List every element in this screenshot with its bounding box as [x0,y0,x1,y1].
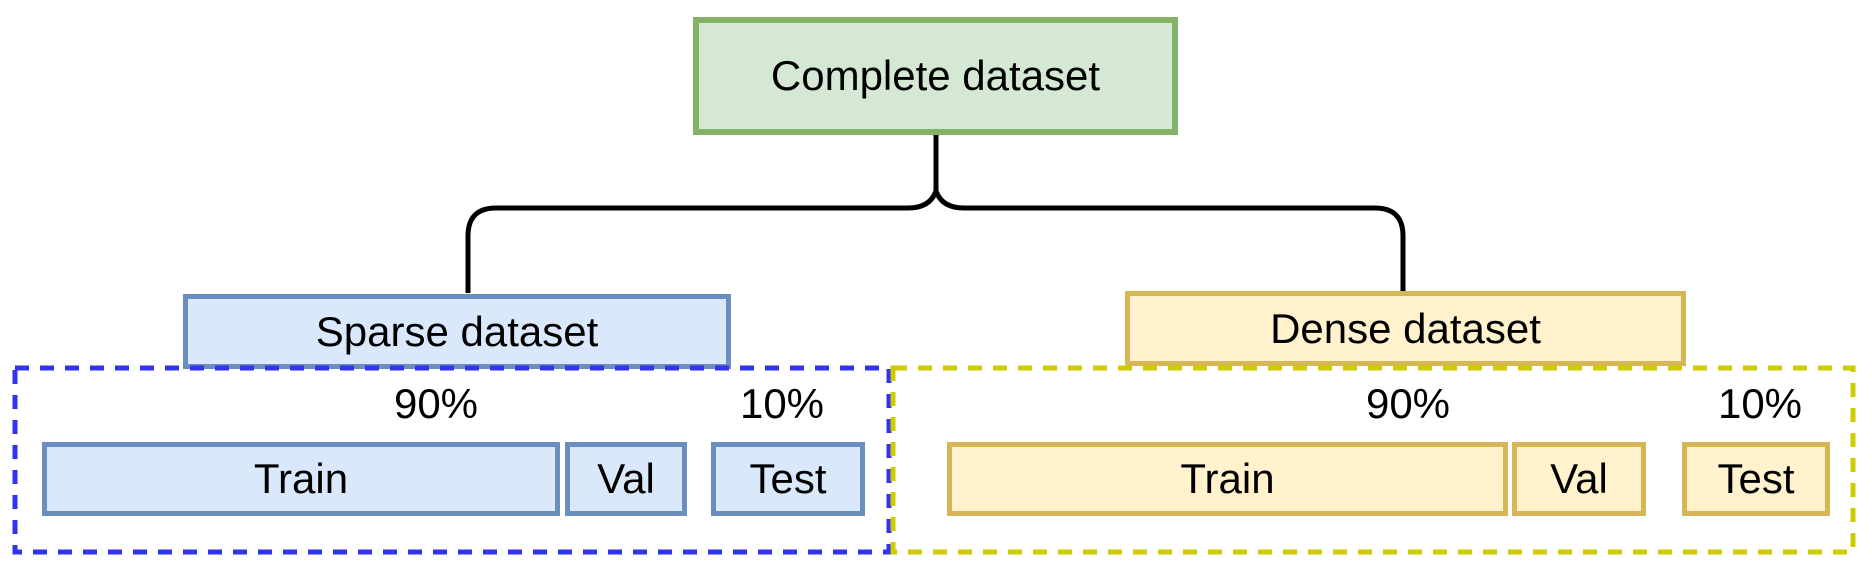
connector-right-arm [933,190,1406,293]
dense-test-label: Test [1717,455,1795,502]
sparse-test-percent-label: 10% [739,380,825,427]
sparse-dataset-node: Sparse dataset [183,294,731,369]
sparse-trainval-percent-label: 90% [393,380,479,427]
sparse-train-box: Train [42,442,560,516]
dense-val-label: Val [1550,455,1608,502]
dense-trainval-percent-label: 90% [1365,380,1451,427]
sparse-train-label: Train [253,455,349,502]
dense-train-box: Train [947,442,1508,516]
dense-val-box: Val [1512,442,1646,516]
dense-test-box: Test [1682,442,1830,516]
sparse-dataset-label: Sparse dataset [315,307,599,355]
dense-test-percent-label: 10% [1717,380,1803,427]
dense-train-label: Train [1180,455,1275,502]
complete-dataset-label: Complete dataset [770,52,1101,99]
sparse-test-box: Test [711,442,865,516]
dense-dataset-node: Dense dataset [1125,291,1686,366]
sparse-val-box: Val [565,442,687,516]
complete-dataset-node: Complete dataset [693,17,1178,135]
dense-dataset-label: Dense dataset [1270,304,1541,352]
connector-left-arm [465,190,939,293]
sparse-val-label: Val [597,455,655,502]
sparse-test-label: Test [749,455,827,502]
